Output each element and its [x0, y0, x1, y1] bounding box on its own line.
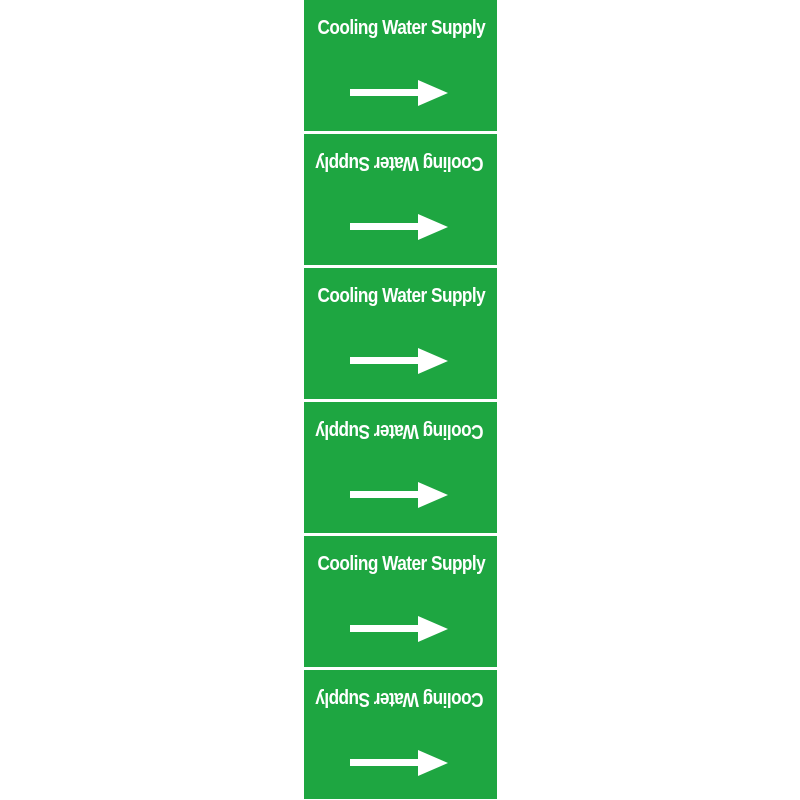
label-divider — [304, 131, 497, 134]
arrow-right-icon — [350, 214, 448, 240]
label-divider — [304, 533, 497, 536]
pipe-marker-text: Cooling Water Supply — [317, 553, 486, 575]
pipe-marker-text: Cooling Water Supply — [317, 17, 486, 39]
pipe-marker-label-3: Cooling Water Supply — [304, 268, 497, 399]
label-divider — [304, 265, 497, 268]
pipe-marker-label-5: Cooling Water Supply — [304, 536, 497, 667]
pipe-marker-label-6: Cooling Water Supply — [304, 670, 497, 799]
pipe-marker-text: Cooling Water Supply — [315, 688, 484, 710]
pipe-marker-text: Cooling Water Supply — [315, 152, 484, 174]
pipe-marker-text: Cooling Water Supply — [315, 420, 484, 442]
arrow-right-icon — [350, 80, 448, 106]
pipe-marker-strip: Cooling Water Supply Cooling Water Suppl… — [304, 0, 497, 800]
label-divider — [304, 667, 497, 670]
arrow-right-icon — [350, 750, 448, 776]
pipe-marker-label-2: Cooling Water Supply — [304, 134, 497, 265]
pipe-marker-text: Cooling Water Supply — [317, 285, 486, 307]
arrow-right-icon — [350, 616, 448, 642]
pipe-marker-label-4: Cooling Water Supply — [304, 402, 497, 533]
arrow-right-icon — [350, 482, 448, 508]
arrow-right-icon — [350, 348, 448, 374]
label-divider — [304, 399, 497, 402]
pipe-marker-label-1: Cooling Water Supply — [304, 0, 497, 131]
